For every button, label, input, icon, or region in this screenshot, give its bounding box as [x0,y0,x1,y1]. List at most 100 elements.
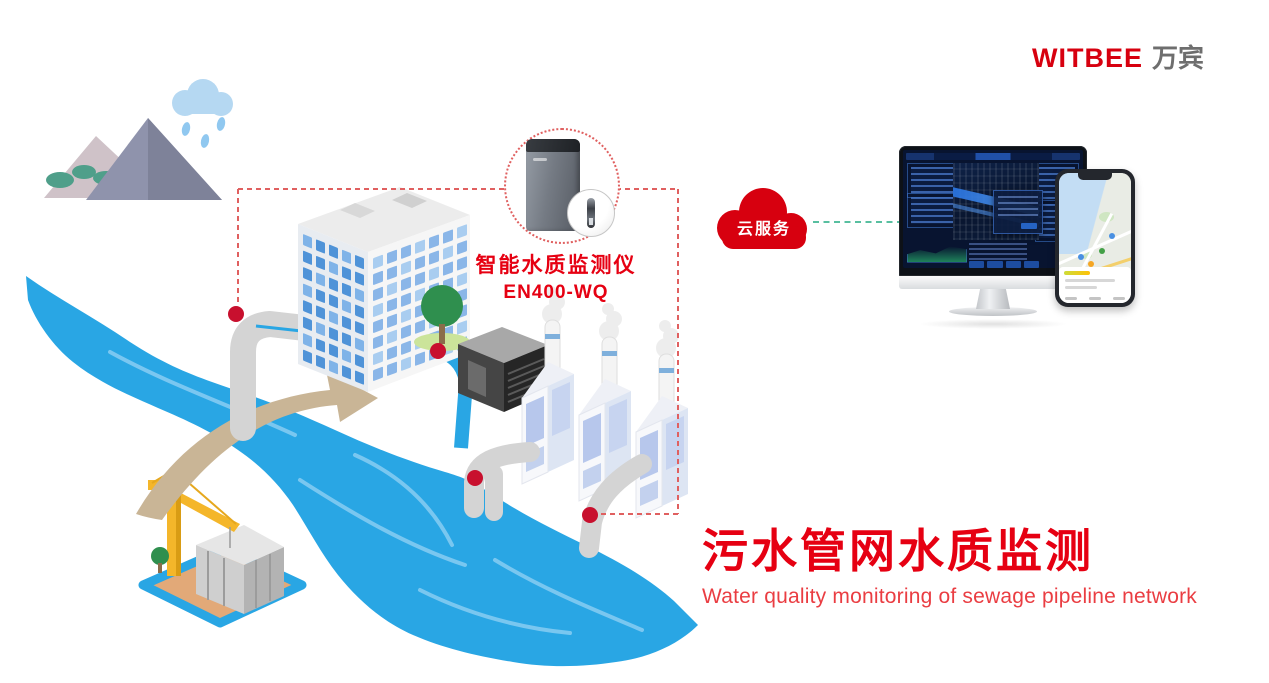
window [373,334,383,349]
bottom-nav [1065,297,1125,300]
window [303,283,312,298]
site-building-roof [196,525,284,565]
chimney-stripe [602,351,617,356]
map-park [1098,212,1114,222]
device-label: 智能水质监测仪 EN400-WQ [448,249,664,304]
site-building-pillars [207,551,271,608]
device-highlight-circle [504,128,620,244]
window [342,266,351,281]
factory-unit [578,303,631,502]
cloud-to-screen-connector [813,221,903,223]
hero-text: 污水管网水质监测 Water quality monitoring of sew… [702,524,1262,609]
window [387,265,397,280]
status-badge [1064,270,1090,275]
office-building [298,187,470,392]
window [316,355,325,369]
page-subtitle: Water quality monitoring of sewage pipel… [702,585,1198,609]
rain-drops [181,117,226,148]
window [429,266,439,281]
mountains [44,118,222,200]
window [373,318,383,333]
river-streaks [108,350,644,635]
construction-crane-site [138,469,307,628]
map-marker [1109,232,1116,239]
window [355,354,364,369]
monitor-bezel [899,146,1087,276]
window [429,250,439,265]
window [373,254,383,269]
site-tree-icon [151,547,169,565]
window [355,304,364,319]
dashboard-area-chart [907,246,967,263]
device-name: 智能水质监测仪 [475,254,637,277]
unit-front-window [526,396,544,446]
window [303,267,312,282]
monitor-shadow [918,319,1068,329]
window [342,315,351,330]
window [401,292,411,307]
smoke-puff [606,311,622,327]
window [401,244,411,259]
window [303,316,312,331]
window [415,255,425,270]
brand-logo: WITBEE 万宾 [1032,38,1204,75]
window [329,310,338,325]
unit-right-window [666,416,684,470]
window [443,261,453,276]
smoke-puff [602,303,614,315]
window [443,229,453,244]
unit-front-window [583,463,601,489]
rain-cloud-icon [172,79,233,148]
window [303,234,312,249]
unit-roof [579,379,631,415]
dashboard-button-row [969,261,1039,268]
window [373,366,383,381]
window [316,256,325,270]
window [457,256,467,271]
window [329,327,338,342]
map-marker [1098,248,1105,255]
unit-right-window [609,399,627,453]
phone-notch [1078,173,1112,180]
window [401,308,411,323]
dashboard-table [969,243,1027,263]
tree-icon [421,285,463,327]
window [355,288,364,303]
window [303,333,312,348]
window [303,349,312,364]
window [373,286,383,301]
window [387,361,397,376]
dashboard-topbar [906,153,1080,160]
monitor-stand [976,289,1010,309]
info-text-line [1065,278,1116,282]
window [387,281,397,296]
window [342,249,351,264]
smoke-puff [663,328,679,344]
cloud-service-icon [717,188,807,249]
window [329,343,338,358]
brand-name-cn: 万宾 [1152,43,1205,73]
smoke-puff [549,294,565,310]
smoke-puff [659,320,671,332]
window [329,244,338,259]
window [429,234,439,249]
unit-front-window [640,480,658,506]
factory-unit [635,320,688,519]
brand-name: WITBEE [1032,43,1143,73]
unit-roof [636,396,688,432]
window [457,224,467,239]
tree-trunk [439,324,445,344]
desktop-monitor [899,146,1087,329]
map-marker [1087,261,1094,268]
roof-unit [392,193,427,208]
window [355,271,364,286]
building-left-face [298,224,368,392]
window [303,250,312,265]
info-text-line [1065,285,1098,289]
roof-unit [340,203,375,218]
smoke-puff [545,286,557,298]
window [342,282,351,297]
mobile-phone [1055,169,1135,307]
window [387,249,397,264]
